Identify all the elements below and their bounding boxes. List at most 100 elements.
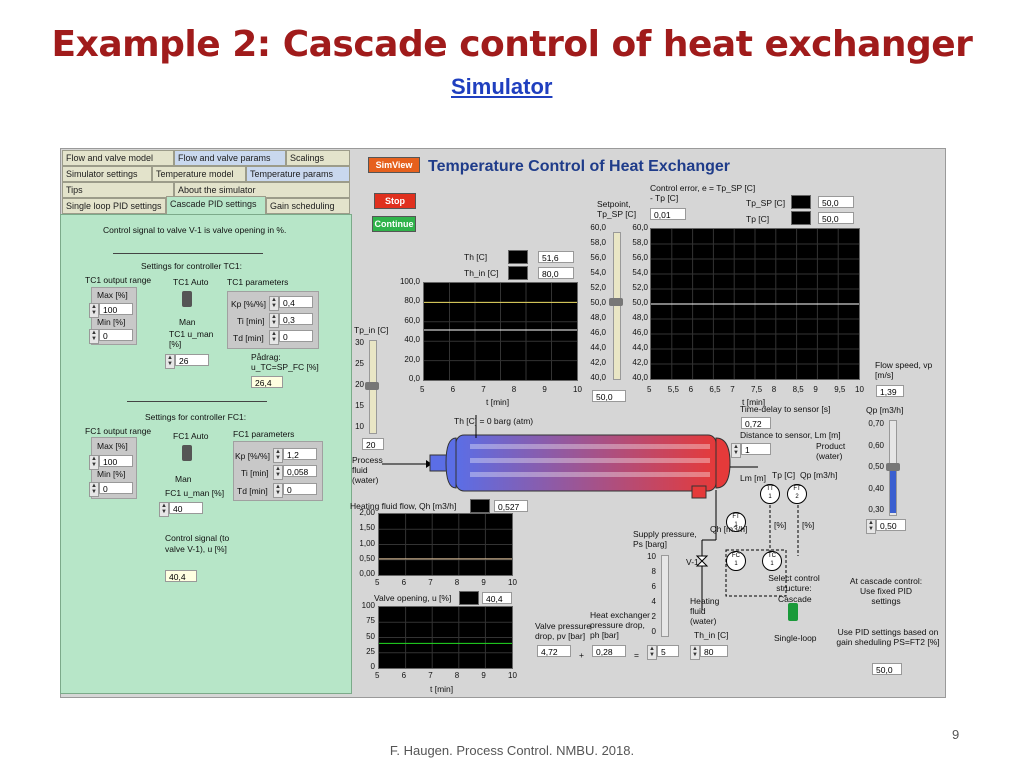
tab-temperature-model[interactable]: Temperature model: [152, 166, 246, 182]
tc1-auto-toggle[interactable]: [182, 291, 192, 307]
setpoint-input[interactable]: 0,01: [650, 208, 686, 220]
qp-slider-fill: [890, 467, 896, 513]
sp-chart-y-tick: 54,0: [632, 268, 648, 277]
fc1-params-label: FC1 parameters: [233, 429, 295, 439]
qh-chart-y-tick: 2,00: [359, 508, 375, 517]
tc1-max-spinner[interactable]: ▲▼: [89, 303, 99, 318]
control-structure-label: Select control structure:: [768, 573, 820, 593]
th-value: 51,6: [538, 251, 574, 263]
tab-simulator-settings[interactable]: Simulator settings: [62, 166, 152, 182]
tp-value: 50,0: [818, 212, 854, 224]
fc1-min-spinner[interactable]: ▲▼: [89, 482, 99, 497]
sp-chart-y-tick: 60,0: [632, 223, 648, 232]
setpoint-slider-value[interactable]: 50,0: [592, 390, 626, 402]
fc1-min-input[interactable]: 0: [99, 482, 133, 494]
tab-flow-valve-model[interactable]: Flow and valve model: [62, 150, 174, 166]
fc1-ti-spinner[interactable]: ▲▼: [273, 465, 283, 480]
supply-spinner[interactable]: ▲▼: [647, 645, 657, 660]
qp-spinner[interactable]: ▲▼: [866, 519, 876, 534]
tc1-min-input[interactable]: 0: [99, 329, 133, 341]
qh-chart-x-tick: 10: [508, 578, 517, 587]
distance-spinner[interactable]: ▲▼: [731, 443, 741, 458]
fc1-uman-input[interactable]: 40: [169, 502, 203, 514]
tab-temperature-params[interactable]: Temperature params: [246, 166, 350, 182]
heating-fluid-label: Heating fluid (water): [690, 596, 720, 626]
fc1-td-input[interactable]: 0: [283, 483, 317, 495]
th-in-spinner[interactable]: ▲▼: [690, 645, 700, 660]
valve-chart: [378, 606, 513, 669]
tc1-kp-input[interactable]: 0,4: [279, 296, 313, 308]
hx-pressure-drop-label: Heat exchanger pressure drop, ph [bar]: [590, 610, 651, 640]
fc1-td-spinner[interactable]: ▲▼: [273, 483, 283, 498]
tp-legend-icon: [791, 211, 811, 225]
fc1-auto-toggle[interactable]: [182, 445, 192, 461]
valve-pressure-drop-label: Valve pressure drop, pv [bar]: [535, 621, 592, 641]
page-number: 9: [952, 727, 960, 742]
structure-toggle[interactable]: [788, 603, 798, 621]
tp-tag-label: Tp [C]: [772, 470, 796, 480]
control-signal-value: 40,4: [165, 570, 197, 582]
tab-flow-valve-params[interactable]: Flow and valve params: [174, 150, 286, 166]
th-in-input[interactable]: 80: [700, 645, 728, 657]
ps-tick: 6: [651, 582, 656, 591]
tp-in-label: Tp_in [C]: [354, 325, 389, 335]
tab-tips[interactable]: Tips: [62, 182, 174, 198]
tc1-ti-input[interactable]: 0,3: [279, 313, 313, 325]
qp-label: Qp [m3/h]: [866, 405, 904, 415]
qp-tick: 0,50: [868, 462, 884, 471]
tc1-header: Settings for controller TC1:: [141, 261, 242, 271]
distance-input[interactable]: 1: [741, 443, 771, 455]
sp-chart-x-tick: 10: [855, 385, 864, 394]
tp-in-slider-thumb[interactable]: [365, 382, 379, 390]
fc1-kp-spinner[interactable]: ▲▼: [273, 448, 283, 463]
fc1-uman-spinner[interactable]: ▲▼: [159, 502, 169, 517]
setpoint-chart: [650, 228, 860, 380]
qp-input[interactable]: 0,50: [876, 519, 906, 531]
tc1-ti-spinner[interactable]: ▲▼: [269, 313, 279, 328]
fc1-man-label: Man: [175, 474, 192, 484]
continue-button[interactable]: Continue: [372, 216, 416, 232]
divider: [113, 253, 263, 254]
valve-chart-x-tick: 10: [508, 671, 517, 680]
fc1-kp-input[interactable]: 1,2: [283, 448, 317, 460]
tab-scalings[interactable]: Scalings: [286, 150, 350, 166]
fc1-max-input[interactable]: 100: [99, 455, 133, 467]
qp-slider-thumb[interactable]: [886, 463, 900, 471]
fc1-ti-input[interactable]: 0,058: [283, 465, 317, 477]
sp-chart-x-tick: 7,5: [751, 385, 763, 394]
flow-speed-value: 1,39: [876, 385, 904, 397]
th-line-label: Th [C] = 0 barg (atm): [454, 416, 534, 426]
supply-input[interactable]: 5: [657, 645, 679, 657]
sp-chart-y-tick: 56,0: [632, 253, 648, 262]
setpoint-slider[interactable]: [613, 232, 621, 380]
valve-chart-x-tick: 7: [428, 671, 433, 680]
fc1-uman-label: FC1 u_man [%]: [165, 488, 225, 498]
valve-legend-icon: [459, 591, 479, 605]
qh-chart-x-tick: 8: [454, 578, 460, 587]
tp-sp-label: Tp_SP [C]: [746, 198, 786, 208]
tp-in-tick: 20: [355, 380, 364, 389]
simulator-link[interactable]: Simulator: [451, 74, 553, 99]
tc1-uman-input[interactable]: 26: [175, 354, 209, 366]
sp-slider-tick: 54,0: [590, 268, 606, 277]
tc1-uman-spinner[interactable]: ▲▼: [165, 354, 175, 369]
qh-chart-y-tick: 1,00: [359, 538, 375, 548]
sp-chart-y-tick: 44,0: [632, 343, 648, 352]
supply-pressure-slider[interactable]: [661, 555, 669, 637]
tp-in-input[interactable]: 20: [362, 438, 384, 450]
stop-button[interactable]: Stop: [374, 193, 416, 209]
valve-chart-y-tick: 75: [366, 616, 375, 626]
sp-chart-x-tick: 9,5: [834, 385, 846, 394]
th-in-value: 80,0: [538, 267, 574, 279]
tc1-kp-spinner[interactable]: ▲▼: [269, 296, 279, 311]
setpoint-slider-thumb[interactable]: [609, 298, 623, 306]
tc1-min-spinner[interactable]: ▲▼: [89, 329, 99, 344]
tab-cascade-pid[interactable]: Cascade PID settings: [166, 196, 266, 216]
tc1-td-input[interactable]: 0: [279, 330, 313, 342]
tc1-max-input[interactable]: 100: [99, 303, 133, 315]
fc1-max-spinner[interactable]: ▲▼: [89, 455, 99, 470]
tab-single-loop-pid[interactable]: Single loop PID settings: [62, 198, 166, 214]
tab-gain-scheduling[interactable]: Gain scheduling: [266, 198, 350, 214]
tc1-td-spinner[interactable]: ▲▼: [269, 330, 279, 345]
